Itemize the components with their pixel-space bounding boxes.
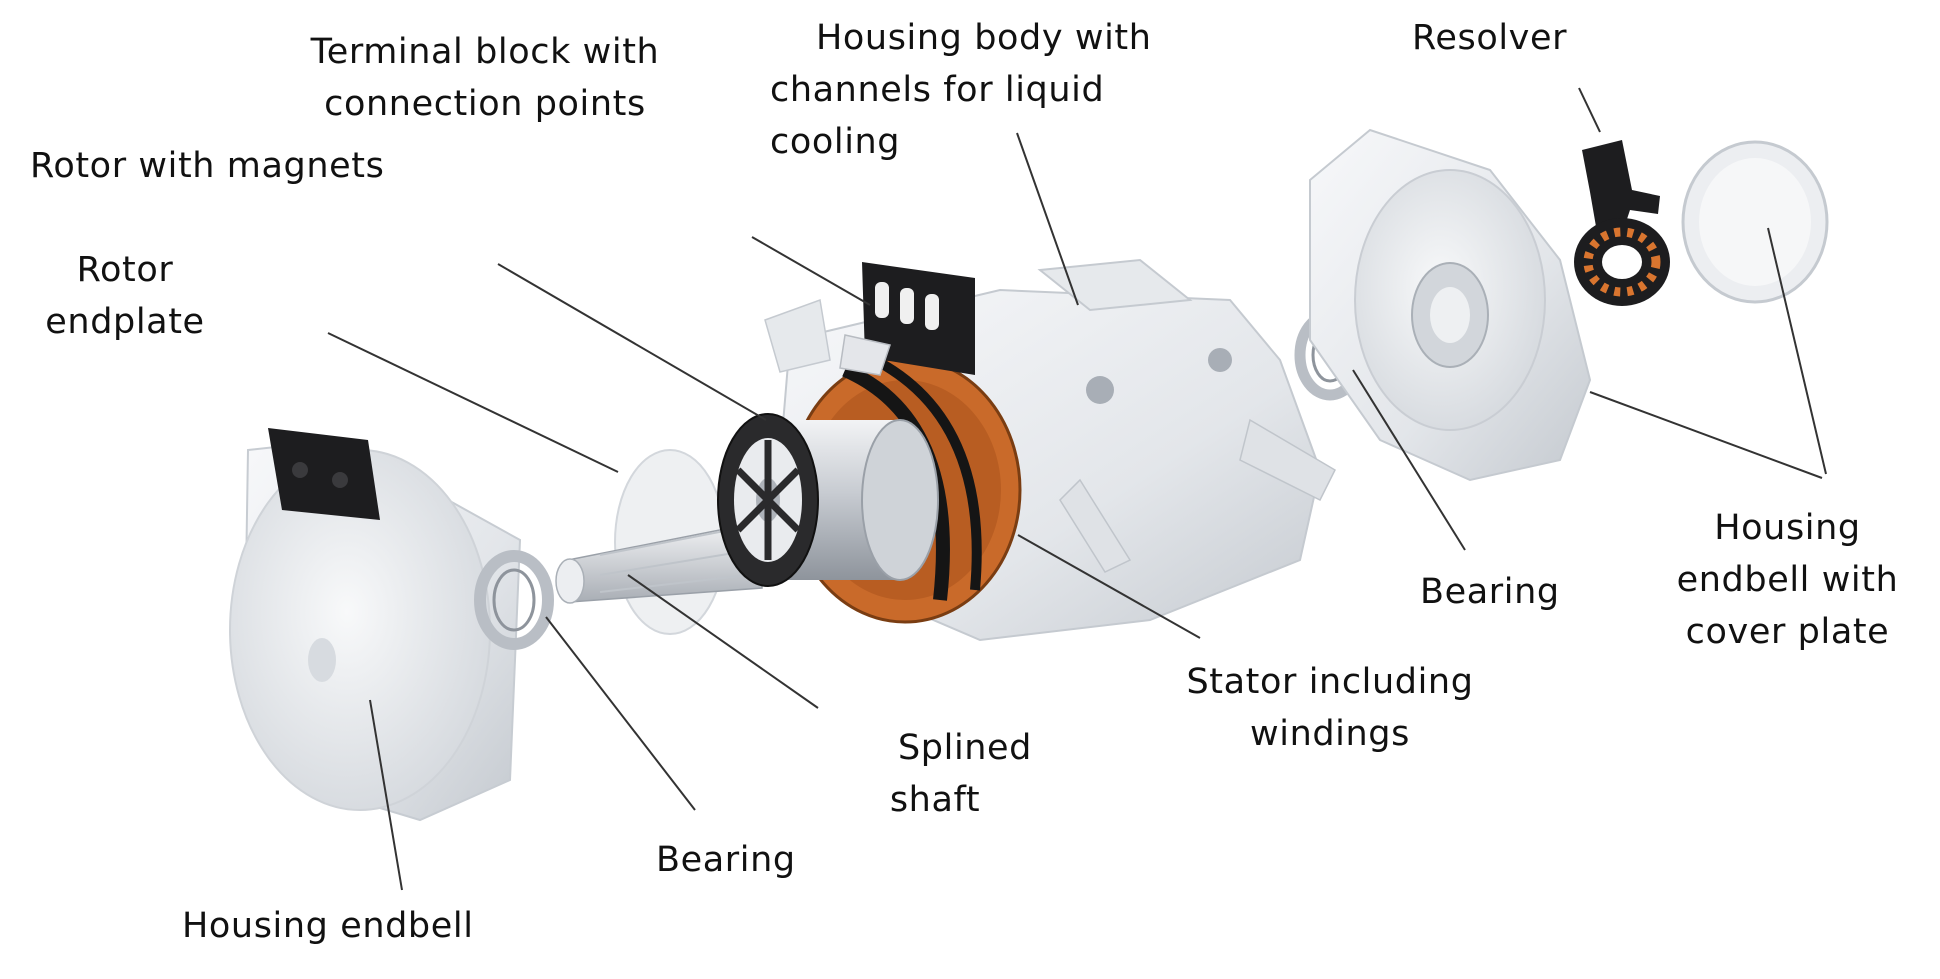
resolver-ring-icon [1574,140,1670,306]
endbell-disc-icon [229,428,522,822]
leader-rotor-endplate [327,332,619,473]
ring-bearing-icon [474,550,554,650]
leader-rotor-magnets [497,263,767,421]
splined-shaft-label: Splined shaft [835,722,1035,826]
housing-body-label: Housing body with channels for liquid co… [770,12,1152,168]
housing-endbell-label-line-1: Housing endbell [182,906,474,946]
bearing-left-label: Bearing [656,834,796,886]
shaft-icon [555,521,763,604]
terminal-block-label-line-1: Terminal block with [310,32,660,72]
rotor-endplate-label-line-1: Rotor [76,250,174,290]
rotor-endplate-label-line-2: endplate [45,302,205,342]
housing-endbell-cover-label-line-2: endbell with [1676,560,1899,600]
leader-stator [1017,534,1201,639]
leader-housing-endbell [369,699,403,891]
stator-label-line-2: windings [1250,714,1410,754]
leader-endbell-cover-2 [1767,227,1827,475]
housing-endbell-label: Housing endbell [182,900,474,952]
housing-endbell-cover-label-line-3: cover plate [1685,612,1890,652]
leader-splined-shaft [627,574,819,709]
rotor-magnets-label-line-1: Rotor with magnets [30,146,385,186]
stator-label-line-1: Stator including [1186,662,1474,702]
bearing-right-label-line-1: Bearing [1420,572,1560,612]
leader-terminal-block [751,236,871,306]
terminal-block-icon [839,262,975,376]
leader-lines [327,87,1827,891]
cover-plate-icon [1681,140,1829,304]
resolver-label: Resolver [1412,12,1567,64]
endbell-disc-icon [1309,128,1592,482]
stator-label: Stator including windings [1130,656,1530,760]
resolver-label-line-1: Resolver [1412,18,1568,58]
splined-shaft-label-line-2: shaft [889,780,981,820]
terminal-block-label: Terminal block with connection points [230,26,740,130]
leader-bearing-right [1352,369,1466,551]
leader-bearing-left [545,616,696,811]
rotor-endplate-label: Rotor endplate [20,244,230,348]
splined-shaft-label-line-1: Splined [897,728,1032,768]
leader-resolver [1578,87,1601,133]
bearing-left-label-line-1: Bearing [656,840,796,880]
housing-body-label-line-1: Housing body with [816,18,1152,58]
leader-endbell-cover-1 [1589,391,1823,479]
bearing-right-label: Bearing [1420,566,1560,618]
rotor-magnets-label: Rotor with magnets [30,140,384,192]
housing-body-label-line-3: cooling [770,122,901,162]
housing-body-label-line-2: channels for liquid [770,70,1105,110]
leader-housing-body [1016,132,1079,306]
housing-endbell-cover-label: Housing endbell with cover plate [1640,502,1935,658]
rotor-drum-icon [717,413,939,587]
terminal-block-label-line-2: connection points [324,84,646,124]
housing-endbell-cover-label-line-1: Housing [1714,508,1861,548]
